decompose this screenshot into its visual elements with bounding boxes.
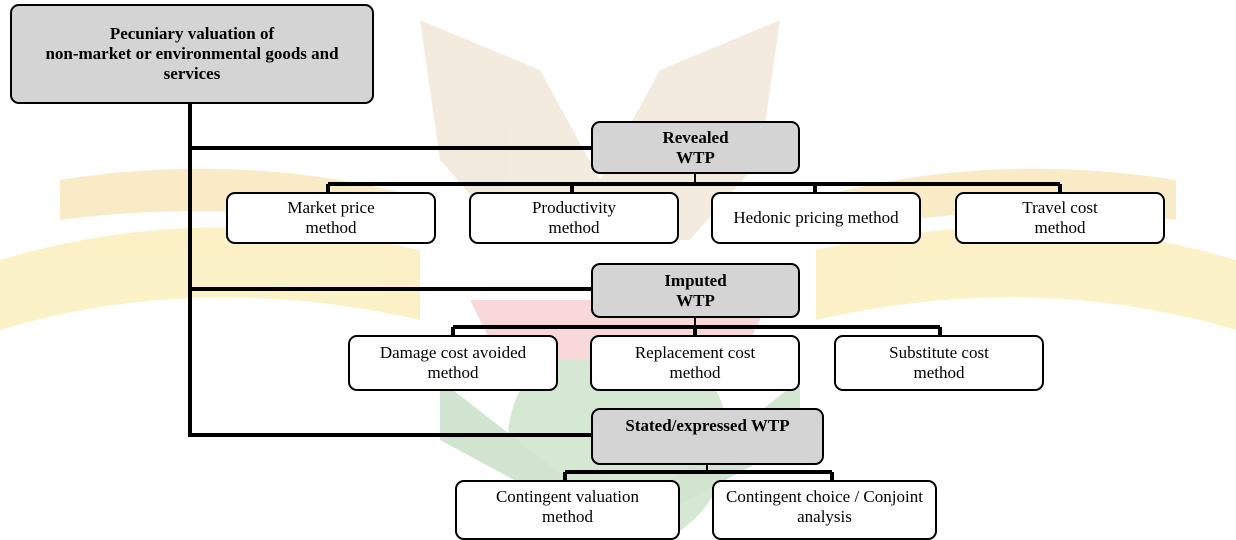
contingent-valuation-method-node: Contingent valuation method (455, 480, 680, 540)
root-label: Pecuniary valuation of non-market or env… (45, 24, 339, 83)
method-label: Contingent valuation method (495, 487, 640, 526)
imputed-wtp-label: Imputed WTP (664, 270, 727, 310)
market-price-method-node: Market price method (226, 192, 436, 244)
method-label: Contingent choice / Conjoint analysis (726, 487, 923, 526)
damage-cost-avoided-method-node: Damage cost avoided method (348, 335, 558, 391)
method-label: Replacement cost method (634, 343, 756, 382)
substitute-cost-method-node: Substitute cost method (834, 335, 1044, 391)
root-node: Pecuniary valuation of non-market or env… (10, 4, 374, 104)
method-label: Market price method (287, 198, 375, 237)
contingent-choice-conjoint-analysis-node: Contingent choice / Conjoint analysis (712, 480, 937, 540)
stated-expressed-wtp-node: Stated/expressed WTP (591, 408, 824, 465)
method-label: Travel cost method (1022, 198, 1098, 237)
revealed-wtp-label: Revealed WTP (662, 127, 729, 167)
productivity-method-node: Productivity method (469, 192, 679, 244)
method-label: Hedonic pricing method (733, 208, 899, 227)
revealed-wtp-node: Revealed WTP (591, 121, 800, 174)
replacement-cost-method-node: Replacement cost method (590, 335, 800, 391)
hedonic-pricing-method-node: Hedonic pricing method (711, 192, 921, 244)
method-label: Damage cost avoided method (379, 343, 527, 382)
imputed-wtp-node: Imputed WTP (591, 263, 800, 318)
method-label: Substitute cost method (889, 343, 989, 382)
stated-wtp-label: Stated/expressed WTP (625, 416, 790, 435)
travel-cost-method-node: Travel cost method (955, 192, 1165, 244)
method-label: Productivity method (531, 198, 617, 237)
